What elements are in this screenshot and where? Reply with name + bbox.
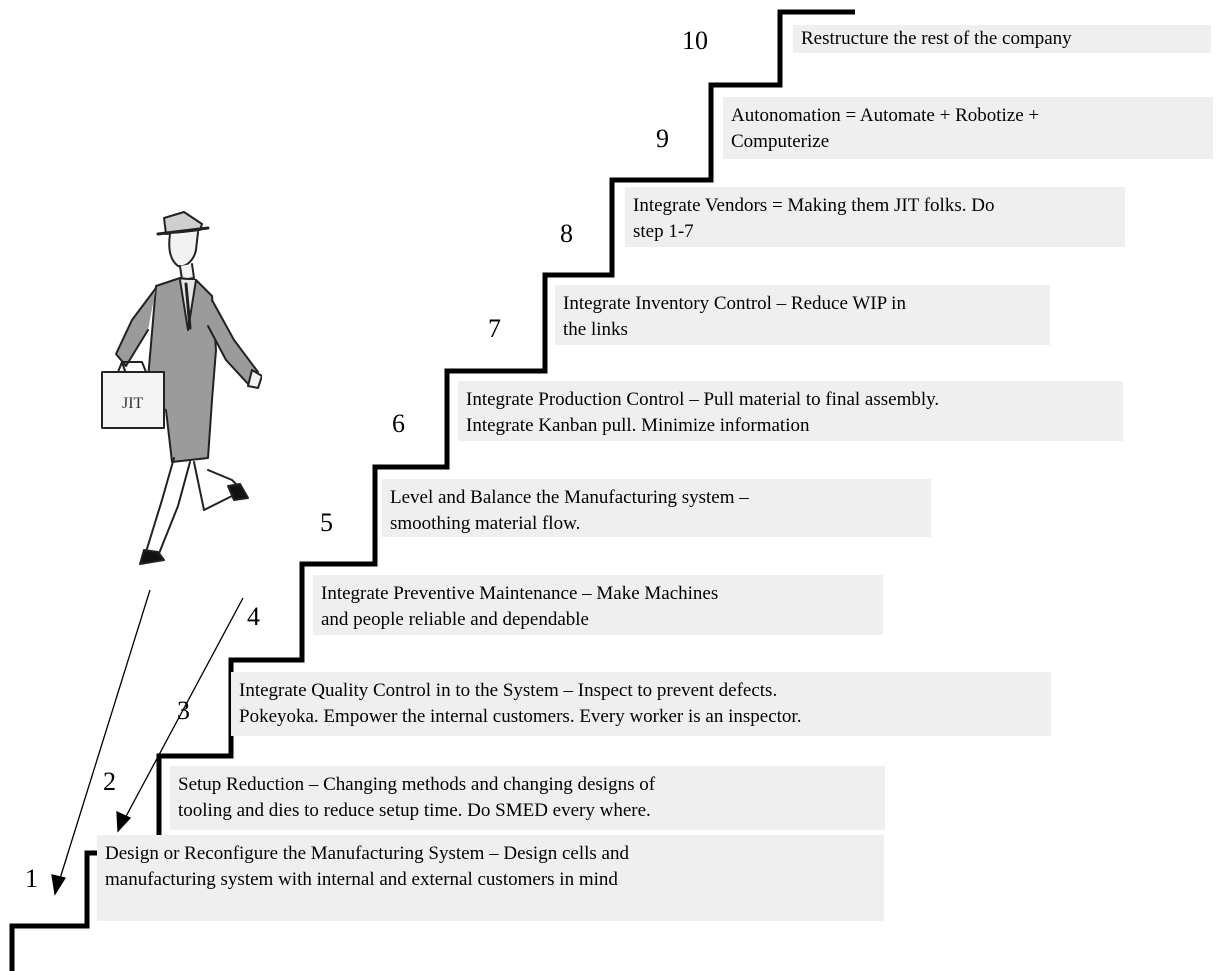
step-5-text: Level and Balance the Manufacturing syst…	[382, 479, 931, 537]
briefcase-label: JIT	[122, 395, 144, 412]
step-1-text: Design or Reconfigure the Manufacturing …	[97, 835, 884, 921]
step-4-number: 4	[247, 602, 260, 631]
step-7-number: 7	[488, 314, 501, 343]
step-9-line-1: Autonomation = Automate + Robotize +	[731, 105, 1040, 126]
step-8-line-1: Integrate Vendors = Making them JIT folk…	[633, 195, 995, 216]
step-1-number: 1	[25, 864, 38, 893]
step-9-line-2: Computerize	[731, 131, 830, 152]
step-3-line-1: Integrate Quality Control in to the Syst…	[239, 680, 778, 701]
step-2-line-1: Setup Reduction – Changing methods and c…	[178, 774, 656, 795]
step-6-line-2: Integrate Kanban pull. Minimize informat…	[466, 415, 810, 436]
arrowhead-step-1	[51, 874, 67, 896]
step-1-line-1: Design or Reconfigure the Manufacturing …	[105, 843, 629, 864]
arrows	[51, 589, 244, 896]
step-1-line-2: manufacturing system with internal and e…	[105, 869, 618, 890]
step-2-line-2: tooling and dies to reduce setup time. D…	[178, 800, 651, 821]
step-5-line-2: smoothing material flow.	[390, 513, 581, 534]
step-3-number: 3	[177, 696, 190, 725]
step-9-number: 9	[656, 124, 669, 153]
arrow-line-to-step-1	[57, 589, 151, 886]
jit-walking-man-illustration: JIT	[101, 211, 262, 565]
step-7-line-1: Integrate Inventory Control – Reduce WIP…	[563, 293, 906, 314]
step-8-line-2: step 1-7	[633, 221, 694, 242]
step-10-number: 10	[682, 26, 708, 55]
step-8-number: 8	[560, 219, 573, 248]
step-6-line-1: Integrate Production Control – Pull mate…	[466, 389, 940, 410]
step-9-text: Autonomation = Automate + Robotize + Com…	[723, 97, 1213, 159]
step-7-line-2: the links	[563, 319, 628, 340]
step-2-text: Setup Reduction – Changing methods and c…	[170, 766, 885, 830]
step-8-text: Integrate Vendors = Making them JIT folk…	[625, 187, 1125, 247]
step-5-line-1: Level and Balance the Manufacturing syst…	[390, 487, 749, 508]
step-10-line-1: Restructure the rest of the company	[801, 28, 1072, 49]
step-4-line-2: and people reliable and dependable	[321, 609, 589, 630]
arrow-line-to-step-2	[122, 597, 244, 823]
step-4-line-1: Integrate Preventive Maintenance – Make …	[321, 583, 719, 604]
step-3-text: Integrate Quality Control in to the Syst…	[231, 672, 1051, 736]
step-5-number: 5	[320, 508, 333, 537]
step-10-text: Restructure the rest of the company	[793, 25, 1211, 53]
arrowhead-step-2	[116, 810, 132, 833]
step-6-text: Integrate Production Control – Pull mate…	[458, 381, 1123, 441]
step-3-line-2: Pokeyoka. Empower the internal customers…	[239, 706, 802, 727]
step-7-text: Integrate Inventory Control – Reduce WIP…	[555, 285, 1050, 345]
step-4-text: Integrate Preventive Maintenance – Make …	[313, 575, 883, 635]
step-6-number: 6	[392, 409, 405, 438]
step-2-number: 2	[103, 767, 116, 796]
